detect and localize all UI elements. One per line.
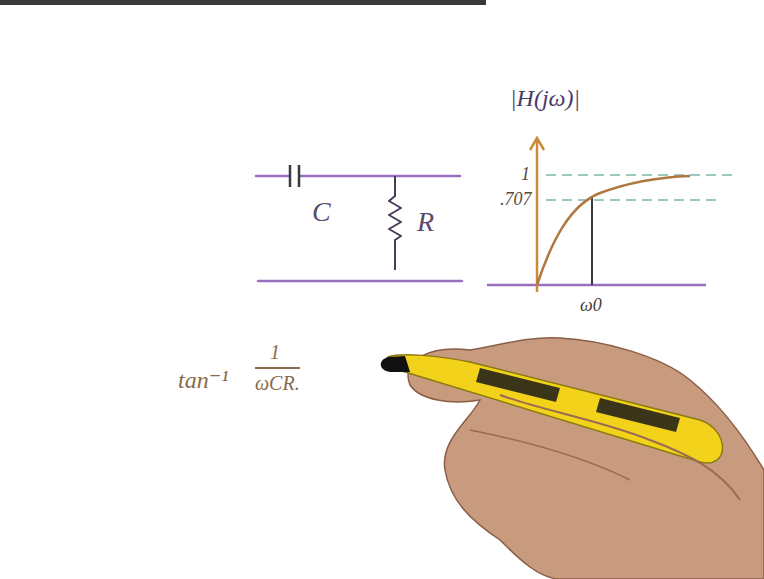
magnitude-axis <box>536 140 539 292</box>
cutoff-level-line <box>546 199 716 201</box>
formula-denominator: ωCR. <box>255 373 300 393</box>
hand-with-marker <box>381 338 764 579</box>
circuit-wires <box>256 176 462 281</box>
formula-numerator: 1 <box>270 342 280 362</box>
formula-function: tan⁻¹ <box>178 368 229 392</box>
part-name: C <box>312 198 331 226</box>
frame-strip <box>0 0 486 5</box>
axis-label: |H(jω)| <box>510 86 580 110</box>
capacitor-symbol <box>290 165 299 187</box>
part-name: R <box>417 208 434 236</box>
axis-arrow <box>530 138 544 150</box>
fraction-bar <box>255 367 300 369</box>
unity-line <box>546 174 736 176</box>
tick-value: .707 <box>500 190 532 208</box>
frequency-axis <box>487 284 706 287</box>
cutoff-frequency-line <box>591 198 593 285</box>
tick-value: 1 <box>521 165 530 183</box>
frequency-label: ω0 <box>580 296 602 314</box>
response-curve <box>537 176 690 285</box>
resistor-symbol <box>389 176 401 270</box>
